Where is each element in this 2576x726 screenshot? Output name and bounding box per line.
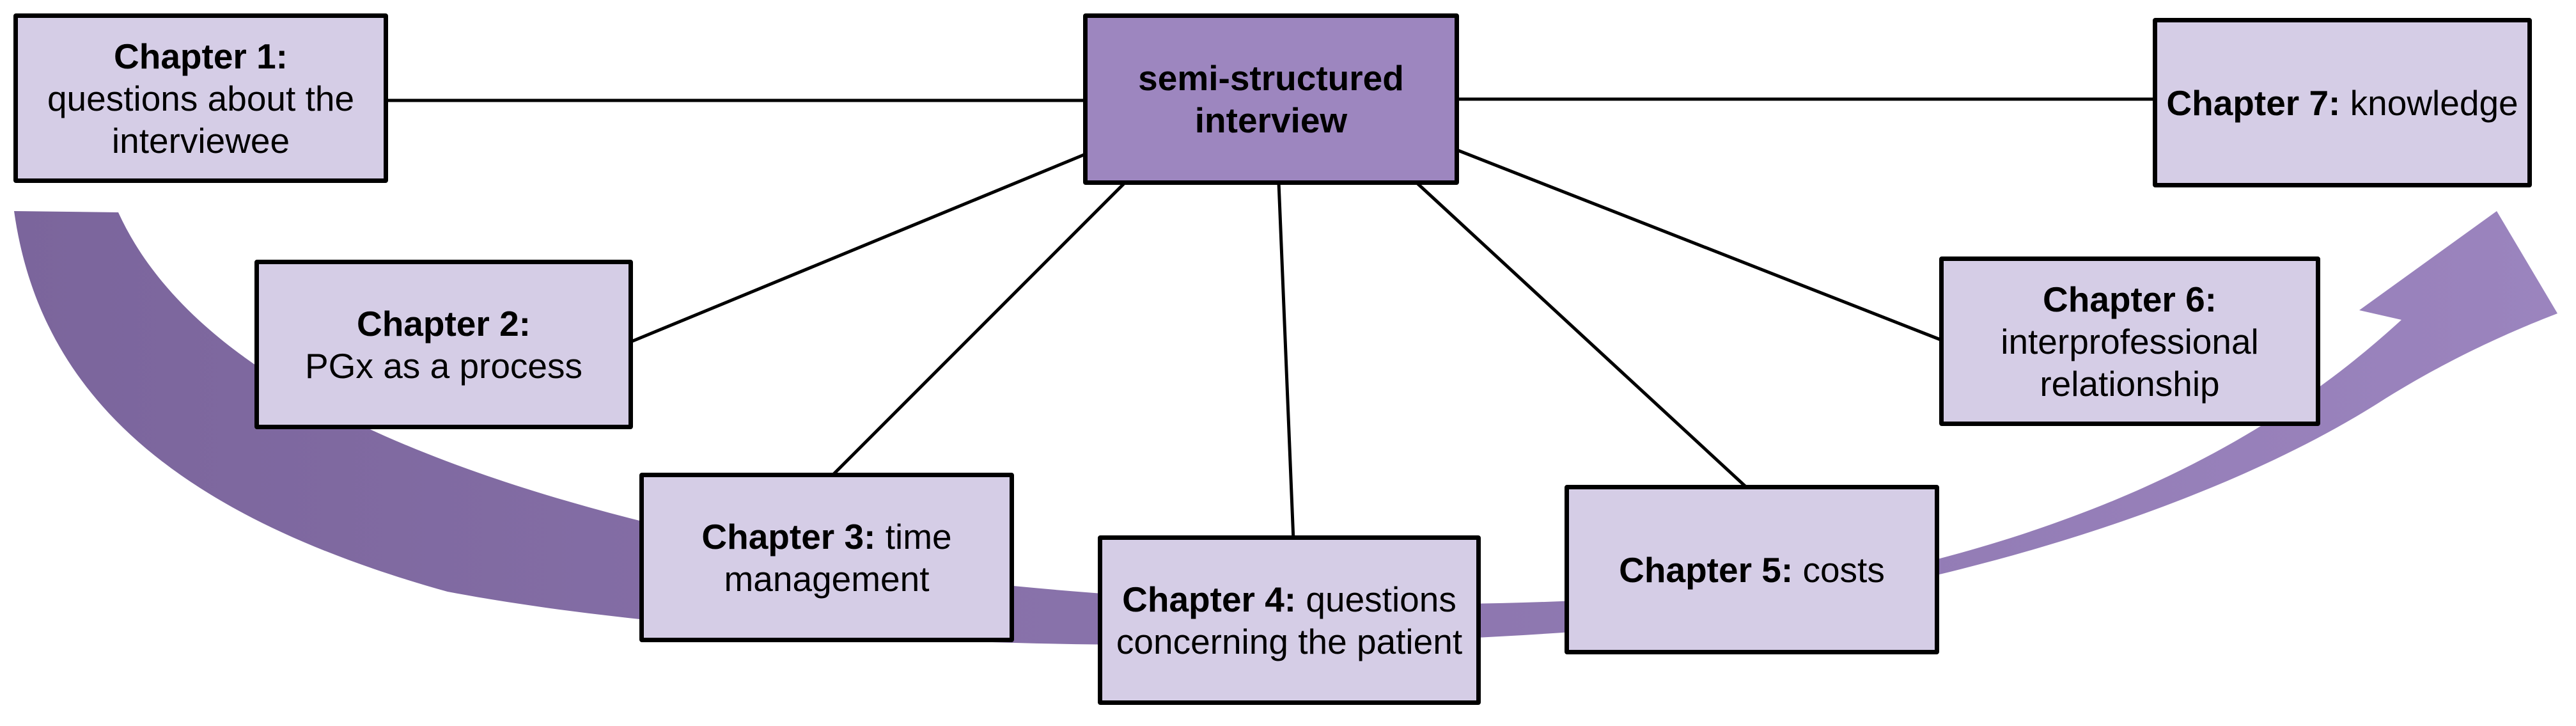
chapter-6-title: Chapter 6: xyxy=(2043,279,2217,319)
node-chapter-3: Chapter 3: time management xyxy=(639,473,1014,642)
node-chapter-4: Chapter 4: questions concerning the pati… xyxy=(1098,535,1481,705)
node-chapter-4-label: Chapter 4: questions concerning the pati… xyxy=(1102,578,1476,663)
node-chapter-5: Chapter 5: costs xyxy=(1565,485,1939,654)
connector-line-ch6 xyxy=(1457,148,1944,343)
node-chapter-7: Chapter 7: knowledge xyxy=(2153,18,2532,187)
node-center: semi-structured interview xyxy=(1083,13,1459,185)
connector-line-ch5 xyxy=(1415,181,1750,491)
center-title: semi-structured interview xyxy=(1138,58,1404,140)
node-chapter-2: Chapter 2: PGx as a process xyxy=(254,260,633,429)
node-chapter-2-label: Chapter 2: PGx as a process xyxy=(299,303,589,387)
chapter-3-title: Chapter 3: xyxy=(701,516,876,556)
node-chapter-5-label: Chapter 5: costs xyxy=(1612,549,1891,591)
node-chapter-7-label: Chapter 7: knowledge xyxy=(2160,82,2524,124)
node-chapter-6-label: Chapter 6: interprofessional relationshi… xyxy=(1944,278,2316,405)
node-chapter-3-label: Chapter 3: time management xyxy=(644,516,1010,600)
chapter-2-text: PGx as a process xyxy=(304,345,583,386)
chapter-6-text: interprofessional relationship xyxy=(2001,321,2259,404)
chapter-7-title: Chapter 7: xyxy=(2166,83,2341,123)
chapter-1-text: questions about the interviewee xyxy=(47,78,355,161)
chapter-2-title: Chapter 2: xyxy=(356,303,531,343)
node-center-label: semi-structured interview xyxy=(1088,57,1455,141)
connector-line-ch2 xyxy=(629,152,1088,344)
chapter-4-text: questions concerning the patient xyxy=(1116,579,1463,661)
node-chapter-6: Chapter 6: interprofessional relationshi… xyxy=(1939,256,2320,426)
node-chapter-1: Chapter 1: questions about the interview… xyxy=(13,13,388,183)
chapter-3-text: time management xyxy=(724,516,952,599)
chapter-5-text: costs xyxy=(1802,549,1885,590)
connector-line-ch3 xyxy=(830,181,1127,478)
chapter-4-title: Chapter 4: xyxy=(1122,579,1297,619)
chapter-1-title: Chapter 1: xyxy=(114,36,288,76)
connector-line-ch4 xyxy=(1277,182,1295,541)
node-chapter-1-label: Chapter 1: questions about the interview… xyxy=(18,35,384,162)
chapter-5-title: Chapter 5: xyxy=(1619,549,1793,590)
chapter-7-text: knowledge xyxy=(2350,83,2518,123)
